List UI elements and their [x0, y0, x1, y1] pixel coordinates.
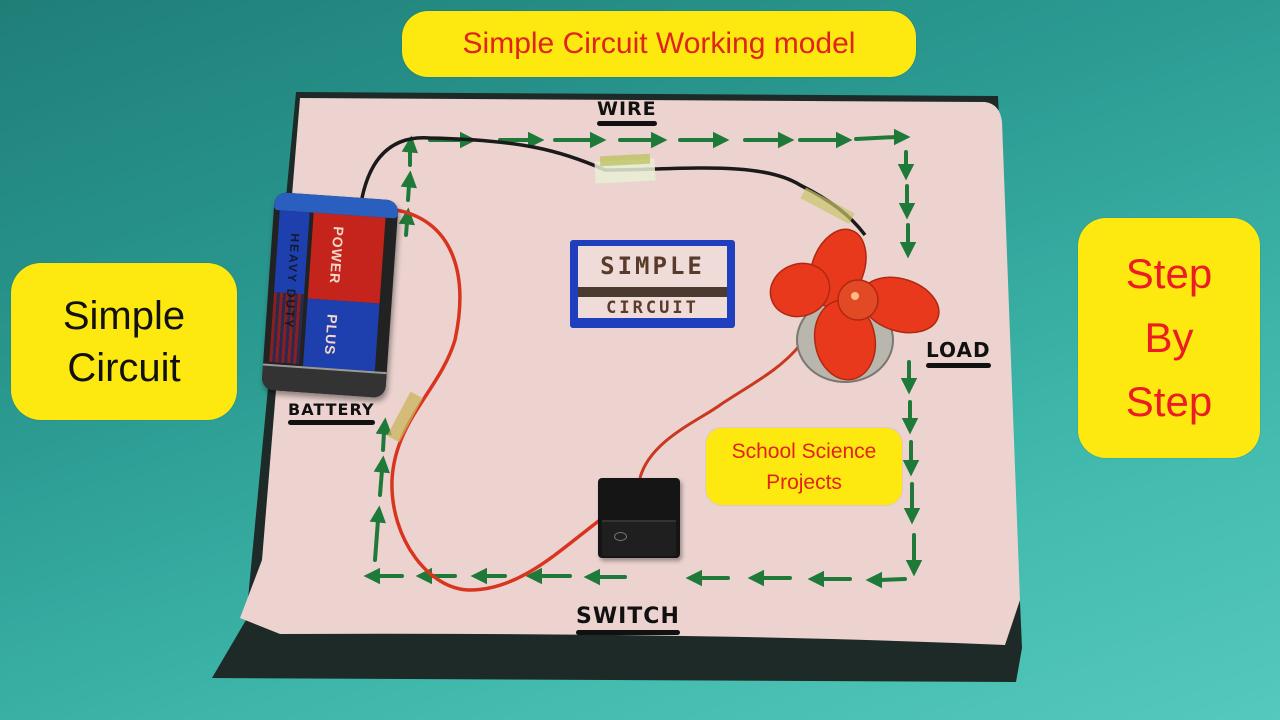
simple-circuit-sign: SIMPLE CIRCUIT	[570, 240, 735, 328]
school-badge-line2: Projects	[766, 470, 842, 494]
label-wire: WIRE	[597, 98, 657, 126]
sign-divider	[578, 287, 727, 297]
simple-circuit-badge: Simple Circuit	[11, 263, 237, 420]
label-battery-underline	[288, 420, 375, 425]
title-badge: Simple Circuit Working model	[402, 11, 916, 77]
label-switch-text: SWITCH	[576, 604, 680, 629]
right-badge-line3: Step	[1125, 378, 1213, 425]
label-wire-underline	[597, 121, 657, 126]
battery: POWER PLUS HEAVY DUTY	[261, 191, 399, 399]
switch-rocker	[602, 520, 676, 556]
right-badge-line2: By	[1144, 314, 1194, 361]
label-switch-underline	[576, 630, 680, 635]
left-badge-line1: Simple	[62, 293, 186, 338]
label-battery: BATTERY	[288, 400, 375, 425]
sign-line2: CIRCUIT	[606, 298, 699, 318]
battery-blue-panel	[302, 298, 380, 374]
label-battery-text: BATTERY	[288, 400, 375, 419]
sign-inner: SIMPLE CIRCUIT	[578, 246, 727, 318]
label-load-underline	[926, 363, 991, 368]
step-by-step-badge: Step By Step	[1078, 218, 1260, 458]
label-wire-text: WIRE	[597, 98, 657, 120]
school-badge-line1: School Science	[731, 439, 877, 463]
battery-brand-bottom: PLUS	[321, 313, 341, 357]
sign-line1: SIMPLE	[600, 252, 705, 280]
title-text: Simple Circuit Working model	[462, 27, 856, 60]
label-load-text: LOAD	[926, 338, 991, 362]
label-load: LOAD	[926, 338, 991, 368]
switch-off-mark-icon	[614, 532, 627, 541]
school-science-badge: School Science Projects	[706, 428, 902, 505]
rocker-switch	[598, 478, 680, 558]
left-badge-line2: Circuit	[67, 345, 181, 390]
label-switch: SWITCH	[576, 604, 680, 635]
right-badge-line1: Step	[1125, 250, 1213, 297]
